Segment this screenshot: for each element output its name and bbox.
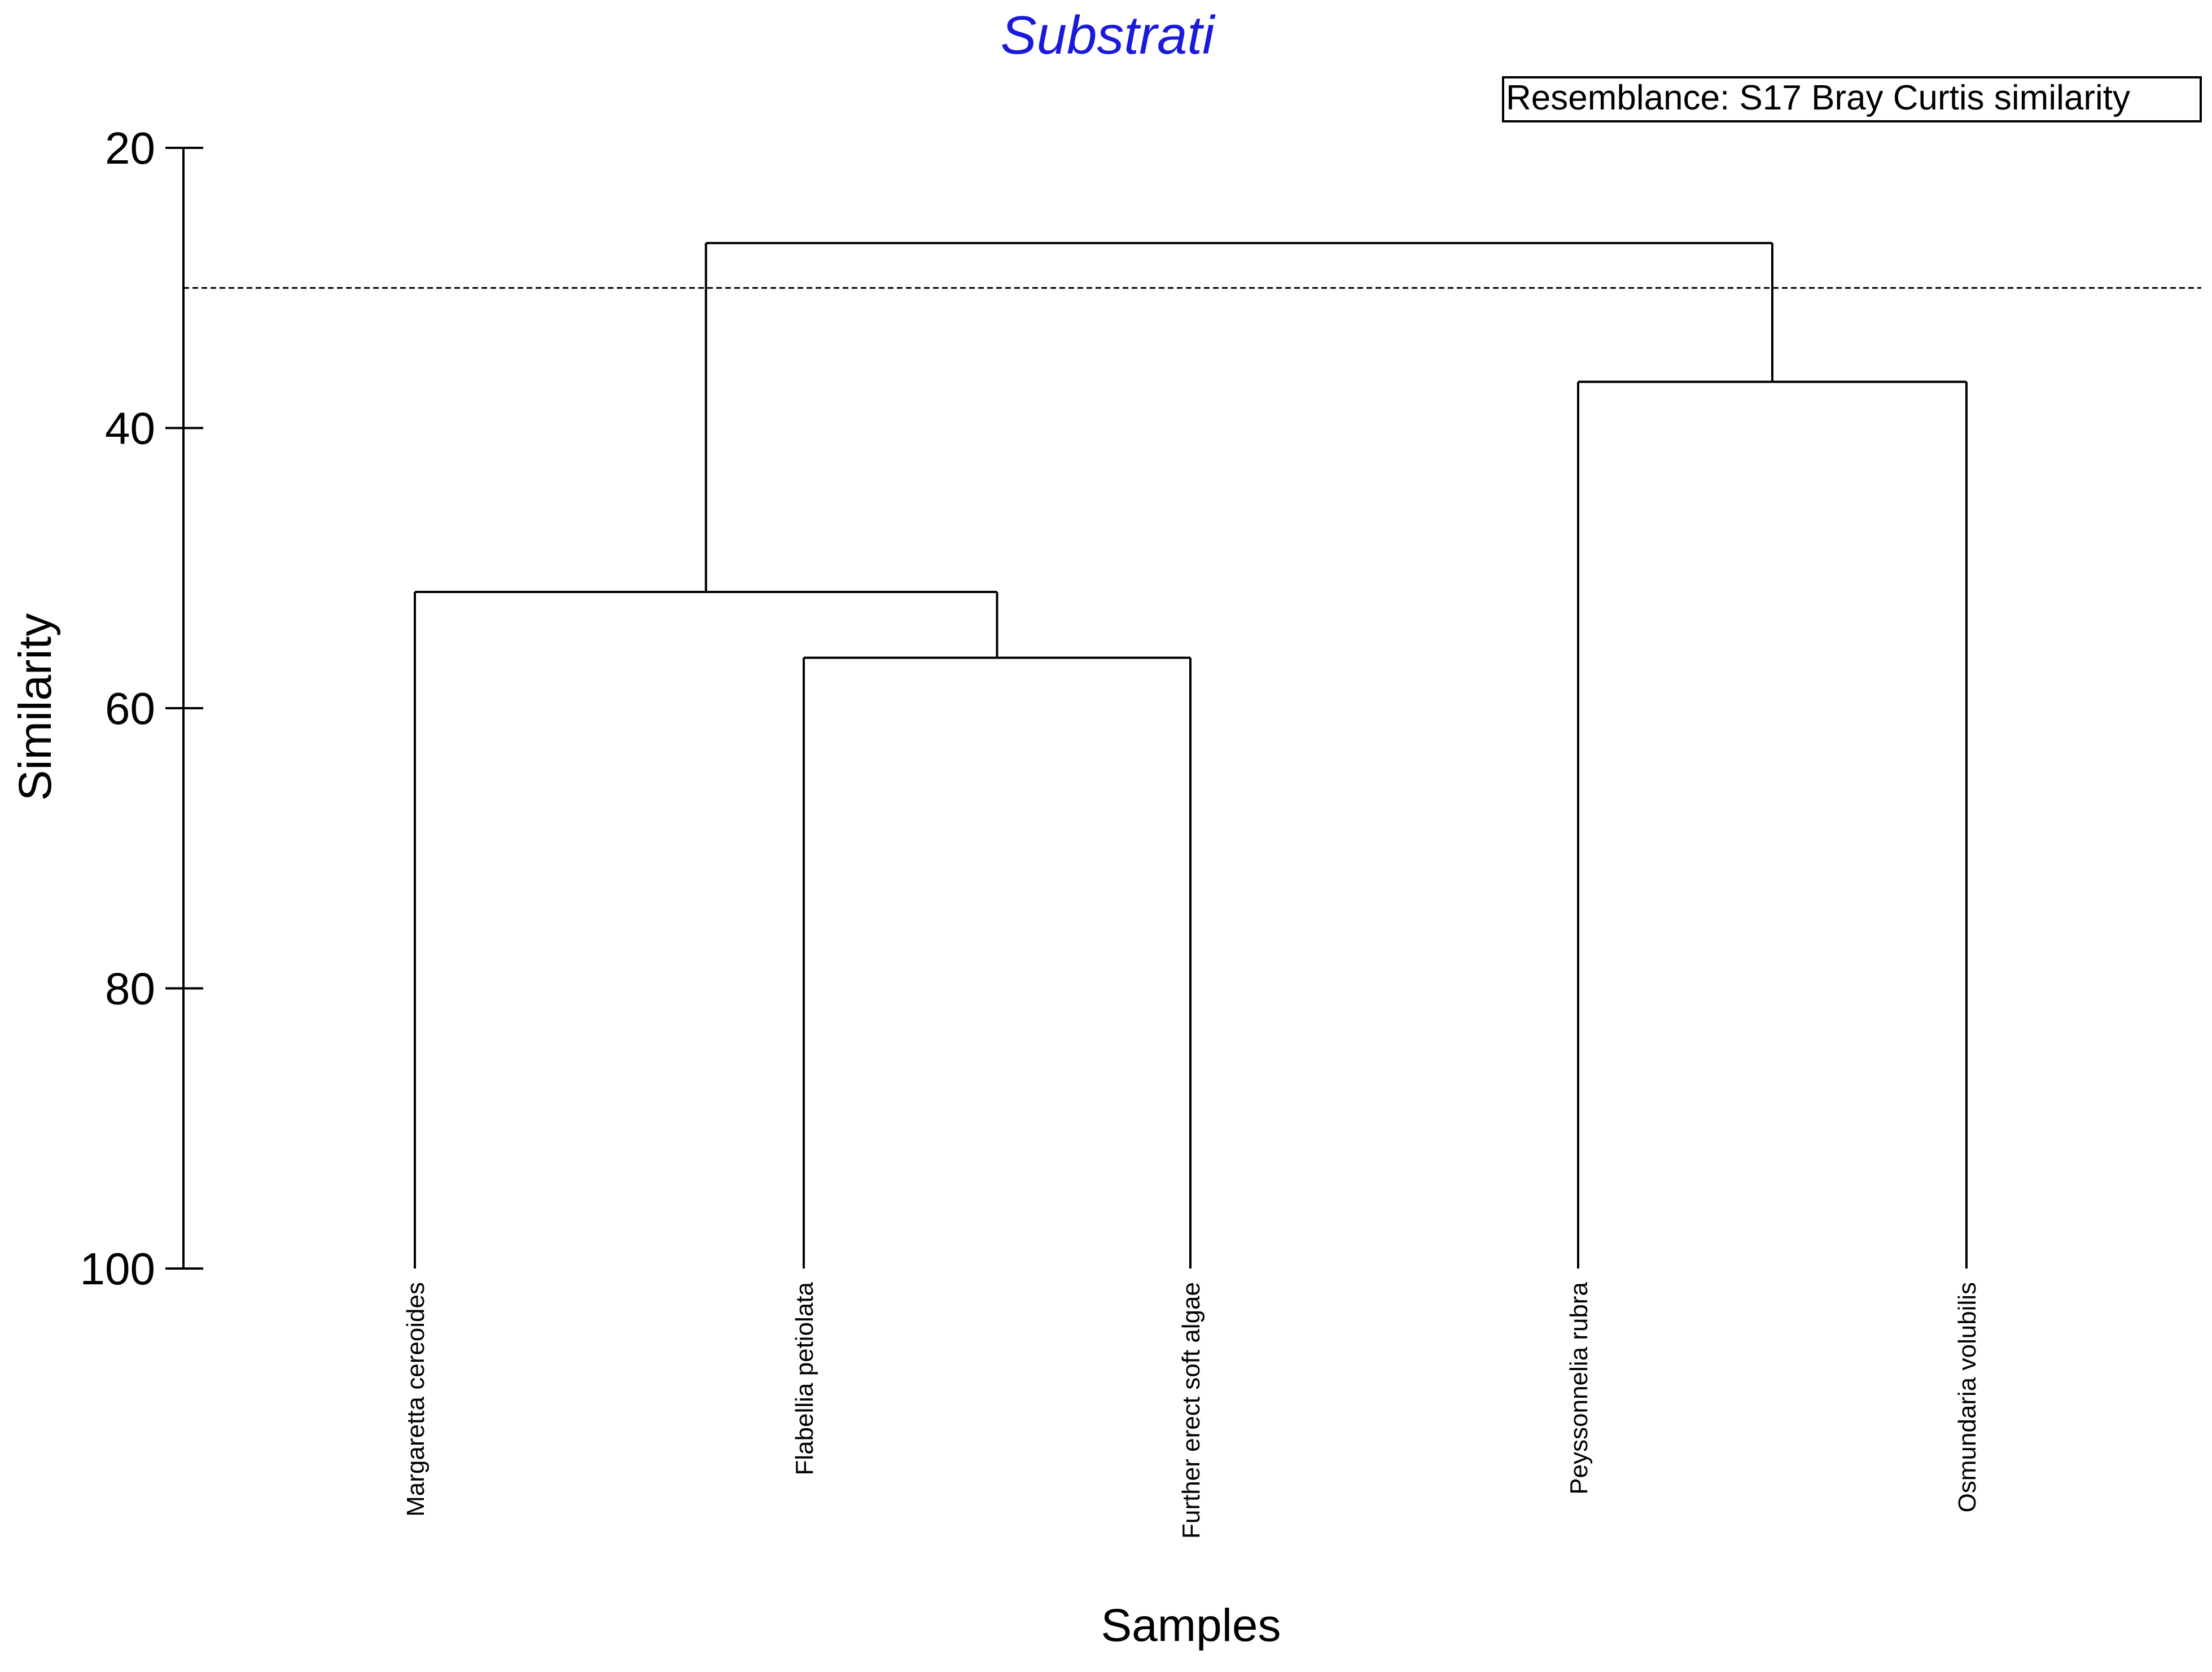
y-tick-label-100: 100	[80, 1244, 155, 1294]
y-axis-title: Similarity	[10, 613, 61, 801]
x-axis-title: Samples	[1101, 1600, 1281, 1651]
leaf-label-3: Further erect soft algae	[1177, 1282, 1205, 1539]
leaf-label-5: Osmundaria volubilis	[1953, 1282, 1981, 1512]
dendrogram-branches	[414, 242, 1968, 1269]
leaf-label-4: Peyssonnelia rubra	[1565, 1282, 1593, 1494]
resemblance-note: Resemblance: S17 Bray Curtis similarity	[1506, 78, 2130, 117]
leaf-label-2: Flabellia petiolata	[791, 1282, 818, 1475]
resemblance-box	[1502, 76, 2202, 122]
y-axis: 20 40 60 80 100	[80, 123, 203, 1294]
y-tick-label-60: 60	[105, 683, 155, 734]
leaf-label-1: Margaretta cereoides	[402, 1282, 430, 1517]
y-tick-label-20: 20	[105, 123, 155, 173]
chart-title: Substrati	[1001, 5, 1216, 65]
y-tick-label-40: 40	[105, 403, 155, 454]
y-tick-label-80: 80	[105, 964, 155, 1014]
resemblance-legend: Resemblance: S17 Bray Curtis similarity	[1502, 76, 2202, 122]
leaf-labels: Margaretta cereoides Flabellia petiolata F…	[402, 1282, 1981, 1538]
